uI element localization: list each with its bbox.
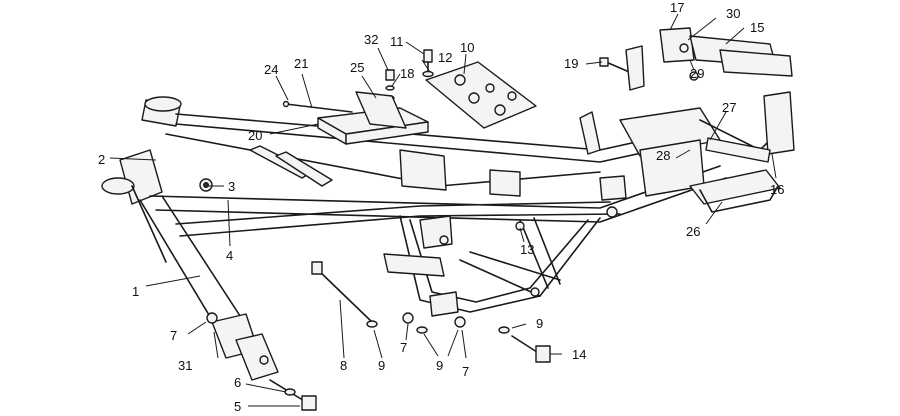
- callout-3: 3: [228, 179, 235, 194]
- callout-19: 19: [564, 56, 578, 71]
- callout-28: 28: [656, 148, 670, 163]
- callout-11: 11: [390, 34, 404, 49]
- plate-10: [425, 61, 537, 129]
- bolt-5-6: [269, 379, 317, 411]
- callout-2: 2: [98, 152, 105, 167]
- callout-17: 17: [670, 0, 684, 15]
- callout-20: 20: [248, 128, 262, 143]
- rear-plate-16: [763, 91, 795, 155]
- washers-7-9: [206, 221, 525, 334]
- callout-27: 27: [722, 100, 736, 115]
- callout-14: 14: [572, 347, 586, 362]
- rod-21-24: [282, 100, 353, 113]
- long-bolt-8: [311, 261, 373, 323]
- callout-12: 12: [438, 50, 452, 65]
- callout-7: 7: [170, 328, 177, 343]
- bolt-11-12: [422, 49, 434, 78]
- callout-30: 30: [726, 6, 740, 21]
- callout-15: 15: [750, 20, 764, 35]
- bolt-14: [498, 326, 551, 363]
- callout-7: 7: [400, 340, 407, 355]
- leader-lines: [109, 13, 777, 407]
- callout-25: 25: [350, 60, 364, 75]
- callout-4: 4: [226, 248, 233, 263]
- main-frame: [101, 96, 771, 381]
- callout-9: 9: [436, 358, 443, 373]
- callout-8: 8: [340, 358, 347, 373]
- callout-9: 9: [378, 358, 385, 373]
- callout-26: 26: [686, 224, 700, 239]
- callout-13: 13: [520, 242, 534, 257]
- callout-31: 31: [178, 358, 192, 373]
- callout-10: 10: [460, 40, 474, 55]
- rear-bracket-15-17-30: [659, 27, 793, 81]
- callout-1: 1: [132, 284, 139, 299]
- callout-18: 18: [400, 66, 414, 81]
- callout-32: 32: [364, 32, 378, 47]
- callout-24: 24: [264, 62, 278, 77]
- callout-6: 6: [234, 375, 241, 390]
- callout-16: 16: [770, 182, 784, 197]
- callout-29: 29: [690, 66, 704, 81]
- footpeg-26-27: [689, 137, 781, 213]
- bracket-25: [355, 91, 407, 129]
- callout-labels: 1 2 3 4 5 6 7 7 7 8 9 9 9 10 11 12 13 14…: [98, 0, 784, 414]
- callout-21: 21: [294, 56, 308, 71]
- callout-7: 7: [462, 364, 469, 379]
- callout-9: 9: [536, 316, 543, 331]
- bolt-19: [599, 45, 645, 91]
- callout-5: 5: [234, 399, 241, 414]
